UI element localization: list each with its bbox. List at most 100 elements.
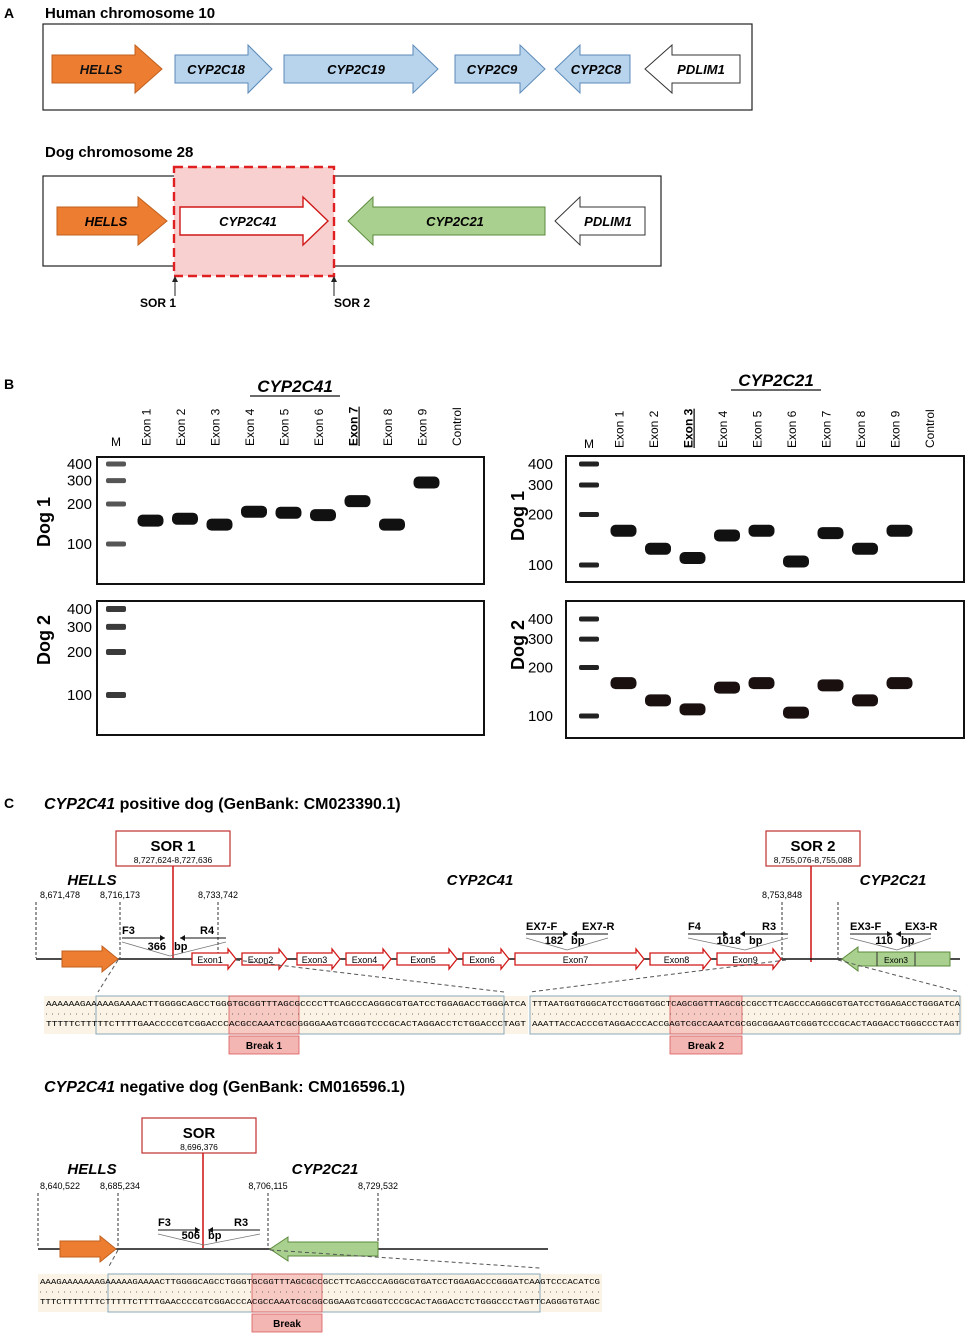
amplicon-bracket [849, 937, 932, 951]
break-highlight [251, 1273, 323, 1313]
amplicon-unit: bp [901, 935, 915, 947]
ladder-band [579, 616, 599, 622]
panel-a: A Human chromosome 10 HELLS CYP2C18 CYP2… [4, 5, 753, 310]
gel-band [206, 518, 233, 531]
ladder-size-label: 400 [67, 456, 92, 473]
exon-label: Exon3 [302, 955, 328, 965]
amplicon-bracket [157, 1233, 261, 1246]
gel-band [748, 524, 775, 537]
lane-label: Exon 9 [889, 410, 903, 448]
gel-band [886, 524, 913, 537]
lane-label: Control [450, 407, 464, 446]
sor1-box-name: SOR 1 [150, 838, 195, 855]
ladder-size-label: 200 [528, 507, 553, 524]
cyp2c41-gel-title: CYP2C41 [257, 377, 333, 396]
cyp2c21-gel-title: CYP2C21 [738, 371, 814, 390]
ladder-size-label: 300 [67, 473, 92, 490]
sequence-top-strand: AAAGAAAAAAAGAAAAAGAAAACTTGGGGCAGCCTGGGTG… [40, 1279, 600, 1287]
ladder-size-label: 400 [528, 456, 553, 473]
amplicon-bracket [687, 937, 789, 951]
primer-reverse-head [572, 931, 577, 937]
gel-band [310, 509, 336, 522]
gel-band [610, 524, 637, 537]
primer-forward-label: EX3-F [850, 921, 881, 933]
amplicon-unit: bp [749, 935, 763, 947]
ladder-size-label: 200 [67, 644, 92, 661]
sor1-pointer-head [172, 276, 178, 282]
lane-label: M [111, 435, 121, 449]
negative-cyp2c21-arrow [269, 1236, 379, 1262]
lane-label: Exon 4 [243, 408, 257, 446]
sor-box-range: 8,696,376 [180, 1142, 218, 1152]
amplicon-size: 366 [148, 941, 166, 953]
lane-label: Exon 2 [174, 408, 188, 446]
lane-label: Exon 3 [682, 408, 696, 448]
gel-band [748, 677, 775, 690]
negative-dog-title: CYP2C41 negative dog (GenBank: CM016596.… [44, 1079, 405, 1096]
gel-band [852, 694, 878, 707]
amplicon-bracket [525, 937, 609, 951]
break-highlight [669, 995, 743, 1035]
human-hells-label: HELLS [80, 62, 123, 77]
human-cyp2c19-label: CYP2C19 [327, 62, 386, 77]
ladder-band [106, 478, 126, 484]
ladder-size-label: 100 [528, 708, 553, 725]
break-highlight [228, 995, 300, 1035]
positive-sequence-left: Break 1AAAAAAGAAAAAGAAAACTTGGGGCAGCCTGGG… [44, 995, 528, 1055]
ladder-size-label: 200 [67, 496, 92, 513]
ladder-size-label: 100 [67, 536, 92, 553]
ladder-band [106, 692, 126, 698]
human-cyp2c8-label: CYP2C8 [571, 62, 622, 77]
positive-hells-arrow [61, 944, 119, 974]
dog-cyp2c21-arrow [347, 195, 546, 247]
primer-forward-label: EX7-F [526, 921, 557, 933]
amplicon-unit: bp [571, 935, 585, 947]
negative-title-rest: negative dog (GenBank: CM016596.1) [115, 1079, 405, 1096]
zoom-line-2a [529, 959, 787, 993]
gel-band [172, 512, 198, 525]
break-label-box [251, 1313, 323, 1333]
lane-label: Exon 7 [347, 406, 361, 446]
sor2-label: SOR 2 [334, 296, 370, 310]
primer-forward-label: F3 [158, 1217, 171, 1229]
lane-label: Exon 5 [278, 408, 292, 446]
human-cyp2c9-arrow [454, 43, 546, 95]
primer-forward-head [160, 935, 165, 941]
pos-coord-1: 8,671,478 [40, 890, 80, 900]
lane-label: Exon 9 [416, 408, 430, 446]
gel-band [241, 505, 267, 518]
sequence-top-strand: TTTAATGGTGGGCATCCTGGGTGGCTCAGCGGTTTAGCGC… [532, 1001, 961, 1009]
positive-cyp2c21-label: CYP2C21 [860, 872, 927, 889]
ladder-band [106, 649, 126, 655]
negative-sequence: BreakAAAGAAAAAAAGAAAAAGAAAACTTGGGGCAGCCT… [38, 1273, 602, 1333]
exon-arrow [241, 947, 288, 971]
lane-label: M [584, 437, 594, 451]
human-pdlim1-arrow [644, 43, 741, 95]
ladder-band [579, 562, 599, 568]
lane-label: Exon 1 [140, 408, 154, 446]
primer-reverse-label: R4 [200, 925, 215, 937]
neg-zoom-line-a [107, 1249, 119, 1269]
gel-band [886, 677, 913, 690]
exon-label: Exon8 [664, 955, 690, 965]
gel-band [783, 706, 809, 719]
neg-coord-3: 8,706,115 [248, 1181, 287, 1191]
cyp2c21-dog1-gel [565, 455, 965, 583]
pos-coord-2: 8,716,173 [100, 890, 140, 900]
lane-label: Exon 2 [647, 410, 661, 448]
positive-sequence-right: Break 2TTTAATGGTGGGCATCCTGGGTGGCTCAGCGGT… [529, 995, 962, 1055]
amplicon-size: 182 [545, 935, 563, 947]
negative-hells-arrow [59, 1234, 117, 1264]
gel-band [344, 495, 371, 508]
ladder-band [579, 636, 599, 642]
sor1-label: SOR 1 [140, 296, 176, 310]
dog-pdlim1-arrow [554, 195, 646, 247]
gel-band [275, 506, 302, 519]
ladder-band [106, 461, 126, 467]
